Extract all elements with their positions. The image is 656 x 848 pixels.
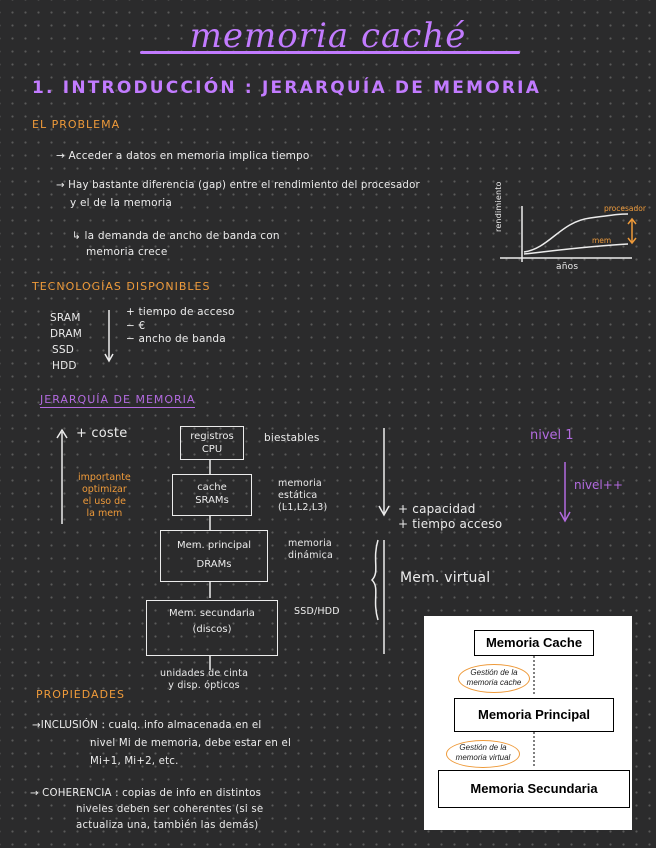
inclusion-line-3: Mi+1, Mi+2, etc. (90, 756, 179, 767)
problema-bullet-2-line-1: → Hay bastante diferencia (gap) entre el… (56, 180, 420, 191)
diagram-connectors (533, 656, 535, 768)
importante-line-4: la mem (86, 508, 123, 519)
inclusion-line-2: nivel Mi de memoria, debe estar en el (90, 738, 291, 749)
title-underline (140, 51, 520, 54)
registros-line-2: CPU (201, 444, 223, 455)
dinamica-label: memoria dinámica (288, 538, 333, 562)
jerarquia-label: JERARQUÍA DE MEMORIA (40, 393, 196, 408)
principal-line-2: DRAMs (196, 559, 232, 570)
diagram-box-principal: Memoria Principal (454, 698, 614, 732)
capacidad-note: + capacidad + tiempo acceso (398, 502, 502, 532)
nivel-1-label: nivel 1 (530, 428, 574, 443)
unidades-line-1: unidades de cinta (160, 668, 249, 679)
mem-virtual-label: Mem. virtual (400, 570, 491, 586)
secundaria-line-2: (discos) (192, 624, 232, 635)
tech-note-1: + tiempo de acceso (126, 306, 235, 318)
memory-hierarchy-diagram: Memoria Cache Gestión de la memoria cach… (424, 616, 632, 830)
diagram-oval-gestion-cache: Gestión de la memoria cache (458, 664, 530, 693)
gestion-virtual-line-1: Gestión de la (459, 743, 507, 752)
importante-note: importante optimizar el uso de la mem (78, 472, 131, 520)
problema-bullet-2-line-2: y el de la memoria (70, 197, 173, 209)
dinamica-line-1: memoria (288, 538, 332, 549)
coherencia-line-3: actualiza una, también las demás) (76, 820, 259, 831)
registros-line-1: registros (190, 431, 234, 442)
dinamica-line-2: dinámica (288, 550, 334, 561)
problema-bullet-1: → Acceder a datos en memoria implica tie… (56, 150, 310, 162)
tech-hdd: HDD (52, 360, 77, 372)
tech-note-2: − € (126, 320, 146, 332)
box-secundaria: Mem. secundaria (discos) (146, 600, 278, 656)
capacidad-line-2: + tiempo acceso (398, 517, 503, 531)
importante-line-1: importante (78, 472, 131, 483)
capacidad-line-1: + capacidad (398, 502, 476, 516)
biestables-label: biestables (264, 432, 320, 444)
gestion-virtual-line-2: memoria virtual (455, 753, 511, 762)
problema-sub-line-1: ↳ la demanda de ancho de banda con (72, 230, 280, 242)
diagram-oval-gestion-virtual: Gestión de la memoria virtual (446, 740, 520, 768)
diagram-box-secundaria: Memoria Secundaria (438, 770, 630, 808)
graph-series-procesador: procesador (604, 204, 646, 213)
principal-line-1: Mem. principal (177, 540, 251, 551)
tecnologias-label: TECNOLOGÍAS DISPONIBLES (32, 280, 211, 293)
box-registros: registros CPU (180, 426, 244, 460)
graph-series-mem: mem (592, 236, 612, 245)
nivel-plus-label: nivel++ (574, 478, 623, 492)
cache-line-1: cache (197, 482, 227, 493)
tech-sram: SRAM (50, 312, 81, 324)
cache-line-2: SRAMs (195, 495, 229, 506)
diagram-box-cache: Memoria Cache (474, 630, 594, 656)
gestion-cache-line-2: memoria cache (466, 678, 522, 687)
coste-label: + coste (76, 426, 128, 441)
coherencia-line-2: niveles deben ser coherentes (si se (76, 804, 264, 815)
tech-ssd: SSD (52, 344, 75, 356)
estatica-line-3: (L1,L2,L3) (278, 502, 328, 513)
problema-sub-line-2: memoria crece (86, 246, 168, 258)
ssd-hdd-label: SSD/HDD (294, 606, 340, 617)
box-cache: cache SRAMs (172, 474, 252, 516)
estatica-label: memoria estática (L1,L2,L3) (278, 478, 327, 514)
unidades-line-2: y disp. ópticos (168, 680, 240, 691)
tech-dram: DRAM (50, 328, 82, 340)
section-heading: 1. INTRODUCCIÓN : JERARQUÍA DE MEMORIA (32, 78, 542, 98)
coherencia-line-1: → COHERENCIA : copias de info en distint… (30, 788, 262, 799)
unidades-label: unidades de cinta y disp. ópticos (160, 668, 248, 692)
tech-note-3: − ancho de banda (126, 333, 226, 345)
estatica-line-1: memoria (278, 478, 322, 489)
page-title: memoria caché (189, 16, 467, 56)
box-principal: Mem. principal DRAMs (160, 530, 268, 582)
importante-line-3: el uso de (82, 496, 126, 507)
gestion-cache-line-1: Gestión de la (470, 668, 518, 677)
graph-xlabel: años (556, 262, 579, 272)
problema-label: EL PROBLEMA (32, 118, 121, 131)
importante-line-2: optimizar (81, 484, 127, 495)
estatica-line-2: estática (278, 490, 318, 501)
propiedades-label: PROPIEDADES (36, 688, 125, 701)
inclusion-line-1: →INCLUSIÓN : cualq. info almacenada en e… (32, 720, 262, 731)
secundaria-line-1: Mem. secundaria (169, 608, 255, 619)
